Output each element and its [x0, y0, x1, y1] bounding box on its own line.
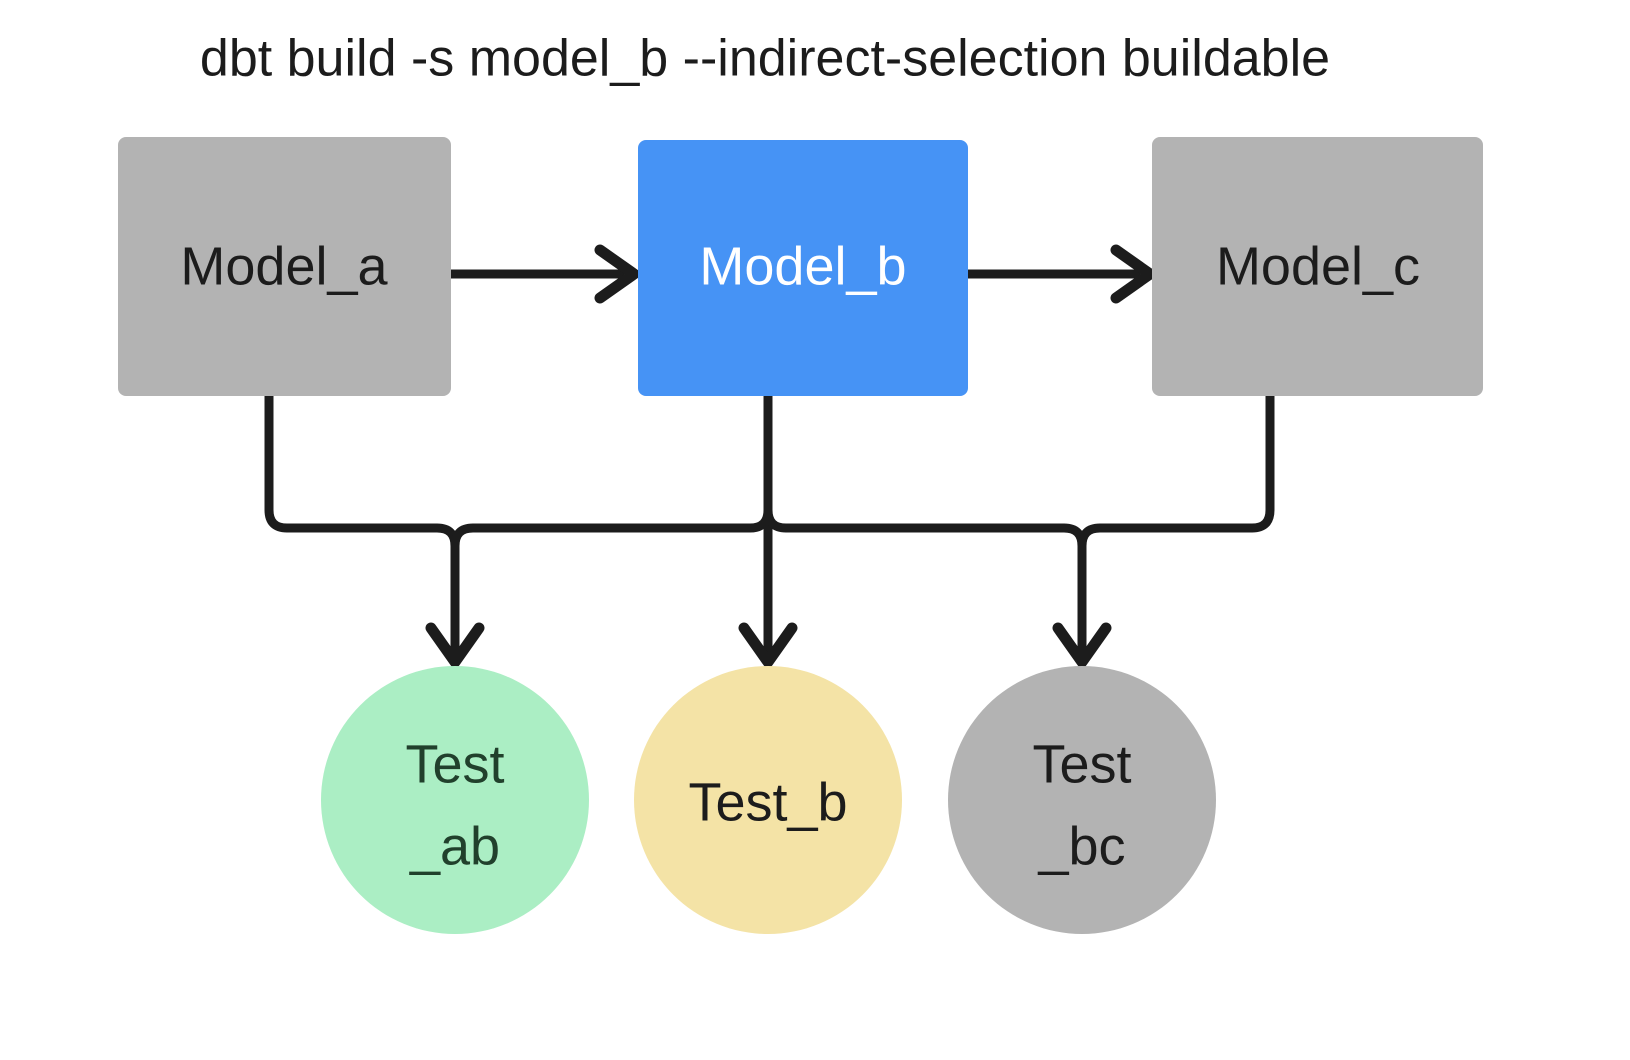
node-test-bc-label-line1: Test — [1032, 734, 1131, 794]
node-model-c-shape[interactable] — [1152, 137, 1483, 396]
arrowhead-test-bc — [1052, 622, 1112, 668]
arrowhead-test-ab — [425, 622, 485, 668]
node-model-a-shape[interactable] — [118, 137, 451, 396]
node-model-c-label: Model_c — [1216, 236, 1420, 296]
node-test-ab-shape[interactable] — [321, 666, 589, 934]
edge-model-a-to-test-ab — [264, 391, 460, 655]
node-test-ab-label-line2: _ab — [409, 816, 500, 876]
node-test-b-shape[interactable] — [634, 666, 902, 934]
node-test-bc-shape[interactable] — [948, 666, 1216, 934]
node-model-c[interactable]: Model_c — [1152, 137, 1483, 396]
node-test-ab[interactable]: Test _ab — [321, 666, 589, 934]
edge-model-a-to-model-b — [446, 244, 640, 304]
node-model-a[interactable]: Model_a — [118, 137, 451, 396]
edge-model-c-to-test-bc — [1077, 391, 1275, 655]
node-model-b-label: Model_b — [699, 236, 906, 296]
page-title: dbt build -s model_b --indirect-selectio… — [200, 30, 1330, 88]
edge-model-b-to-model-c — [963, 244, 1156, 304]
node-test-b-label-line1: Test_b — [688, 772, 847, 832]
node-model-b-shape[interactable] — [638, 140, 968, 396]
node-test-bc[interactable]: Test _bc — [948, 666, 1216, 934]
edge-model-b-to-test-bc — [763, 391, 1087, 655]
node-test-ab-label-line1: Test — [405, 734, 504, 794]
node-test-bc-label-line2: _bc — [1037, 816, 1125, 876]
node-test-b[interactable]: Test_b — [634, 666, 902, 934]
node-model-b[interactable]: Model_b — [638, 140, 968, 396]
node-model-a-label: Model_a — [180, 236, 388, 296]
edge-model-b-to-test-ab — [450, 391, 773, 655]
